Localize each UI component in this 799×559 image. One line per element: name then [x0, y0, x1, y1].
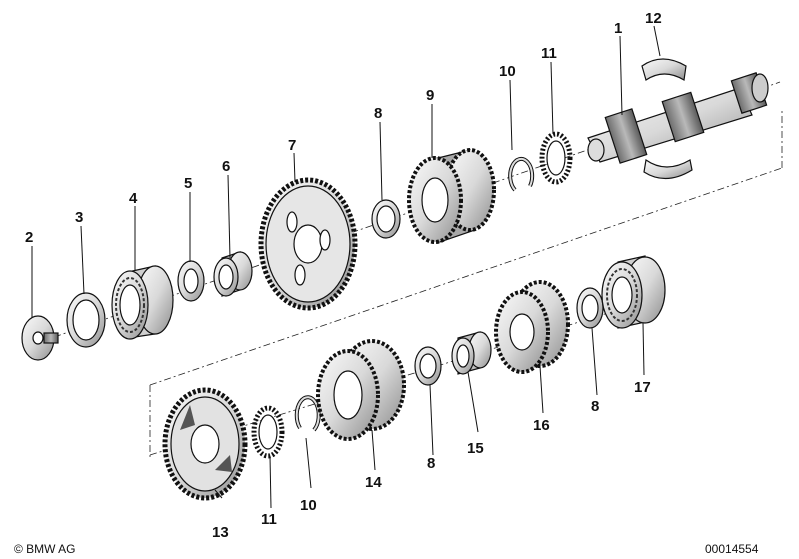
reference-number: 00014554: [705, 542, 759, 556]
callout-8-lower-left: 8: [427, 455, 435, 472]
part-10-circlip-lower: [294, 395, 321, 432]
callout-16: 16: [533, 417, 550, 434]
callout-8-lower-right: 8: [591, 398, 599, 415]
part-15-sleeve: [451, 331, 492, 375]
callout-13: 13: [212, 524, 229, 541]
part-9-gear-synchronizer: [407, 148, 496, 244]
part-11-needle-bearing-lower: [251, 405, 285, 459]
callout-17: 17: [634, 379, 651, 396]
callout-3: 3: [75, 209, 83, 226]
callout-9: 9: [426, 87, 434, 104]
part-8-shim-upper: [371, 199, 401, 239]
callout-10-upper: 10: [499, 63, 516, 80]
part-3-shim-washer: [66, 292, 106, 348]
callout-6: 6: [222, 158, 230, 175]
callout-5: 5: [184, 175, 192, 192]
callout-4: 4: [129, 190, 138, 207]
callout-7: 7: [288, 137, 296, 154]
part-16-gear: [494, 280, 570, 374]
part-11-needle-bearing-upper: [539, 131, 573, 185]
leader-lines: [31, 25, 661, 509]
callout-10-lower: 10: [300, 497, 317, 514]
callout-11-upper: 11: [541, 45, 557, 62]
callout-15: 15: [467, 440, 484, 457]
part-17-ball-bearing: [601, 255, 666, 329]
part-6-bushing: [213, 251, 253, 297]
part-2-end-cap: [21, 315, 59, 361]
copyright-notice: © BMW AG: [14, 542, 76, 556]
part-8-shim-lower-a: [414, 346, 442, 386]
part-5-thrust-washer: [177, 260, 205, 302]
callout-8-upper: 8: [374, 105, 382, 122]
part-1-main-shaft: [587, 72, 769, 164]
part-8-shim-lower-b: [576, 287, 604, 329]
part-7-large-gear: [258, 177, 358, 311]
part-4-ball-bearing: [111, 265, 174, 340]
callout-11-lower: 11: [261, 511, 277, 528]
callout-1: 1: [614, 20, 622, 37]
callout-12: 12: [645, 10, 662, 27]
part-10-circlip-upper: [508, 156, 535, 192]
connector-axis-line: [149, 110, 783, 458]
part-12-bearing-shells: [641, 58, 693, 180]
part-13-gear: [162, 387, 248, 501]
callout-14: 14: [365, 474, 382, 491]
part-14-gear: [316, 339, 406, 441]
callout-2: 2: [25, 229, 33, 246]
